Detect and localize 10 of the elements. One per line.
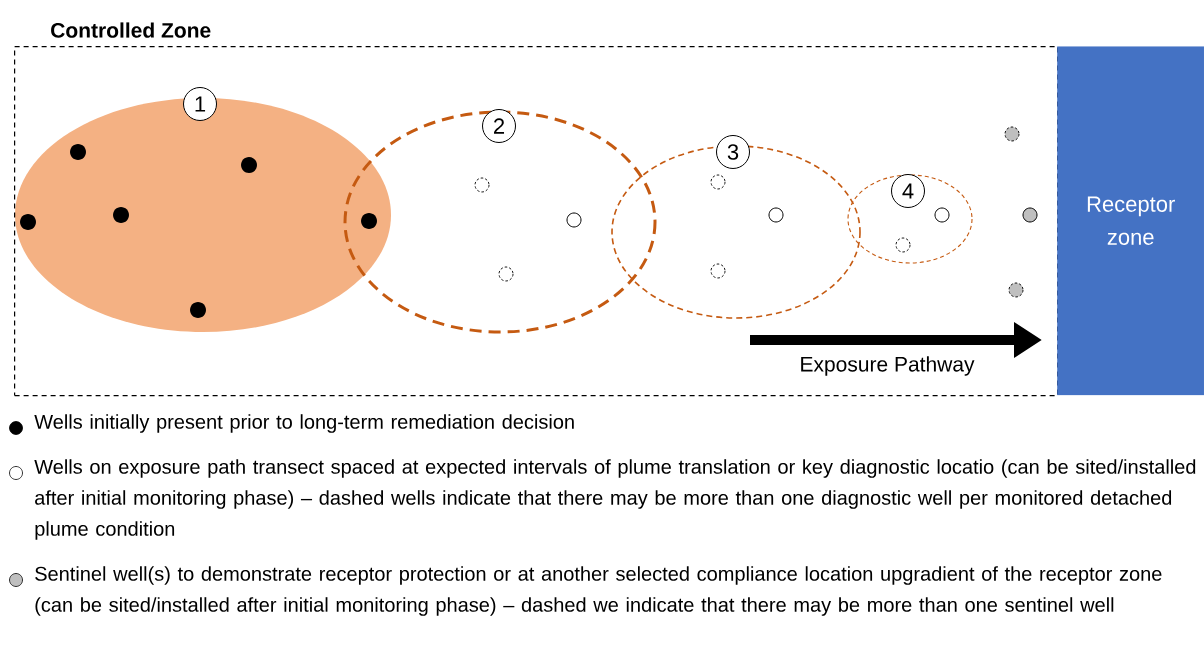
callout-number: 2 bbox=[482, 109, 516, 143]
edge-label: Exposure Pathway bbox=[801, 356, 975, 376]
callout-number: 4 bbox=[891, 174, 925, 208]
legend-text: Sentinel well(s) to demonstrate receptor protection or at another selected compliance location upgradient of the receptor zone (can be sited/installed after initial monitoring phase) – dashed we indicate that there may be more than one sentinel well bbox=[35, 566, 1162, 616]
callout-number: 1 bbox=[183, 87, 217, 121]
legend-text: Wells initially present prior to long-term remediation decision bbox=[34, 414, 574, 433]
receptor-zone-box: Receptor zone bbox=[1057, 46, 1204, 396]
zone-title: Controlled Zone bbox=[51, 22, 211, 38]
callout-number: 3 bbox=[716, 135, 750, 169]
legend-text: Wells on exposure path transect spaced at expected intervals of plume translation or key diagnostic locatio (can be sited/installed after initial monitoring phase) – dashed wells indicate that there may be more than one diagnostic well per monitored detached plume condition bbox=[34, 459, 1196, 540]
